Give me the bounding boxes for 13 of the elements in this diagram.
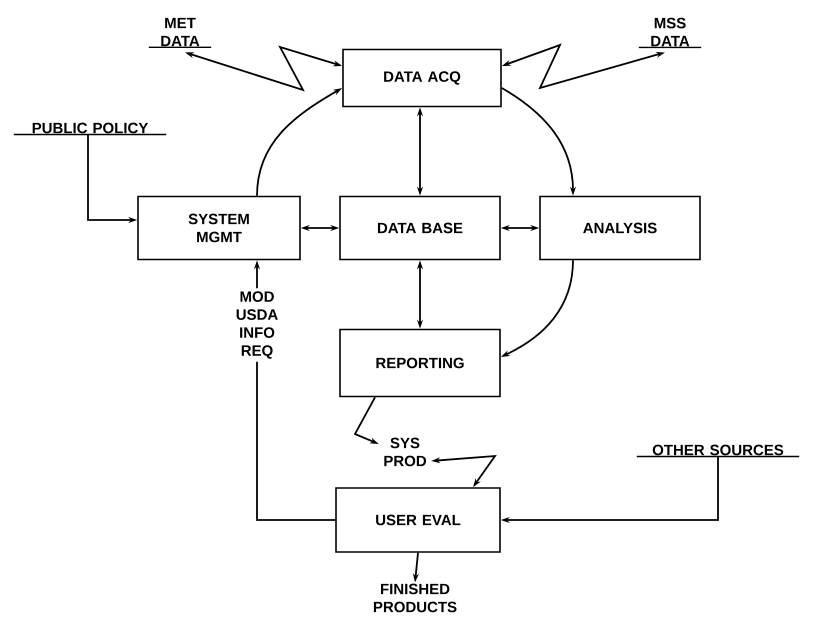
process-box: SYSTEM MGMT xyxy=(137,196,301,260)
process-box: REPORTING xyxy=(339,328,501,398)
underlined-label: MSS DATA xyxy=(638,18,702,48)
text-label: FINISHED PRODUCTS xyxy=(374,584,456,612)
underlined-label: MET DATA xyxy=(148,18,212,48)
underlined-label: OTHER SOURCES xyxy=(636,444,800,458)
process-box: USER EVAL xyxy=(335,487,501,553)
underlined-label: PUBLIC POLICY xyxy=(14,122,166,136)
edge-label: MOD USDA INFO REQ xyxy=(228,288,286,362)
text-label: SYS PROD xyxy=(384,438,426,466)
process-box: DATA BASE xyxy=(339,196,501,260)
process-box: ANALYSIS xyxy=(539,196,701,260)
process-box: DATA ACQ xyxy=(342,48,502,108)
